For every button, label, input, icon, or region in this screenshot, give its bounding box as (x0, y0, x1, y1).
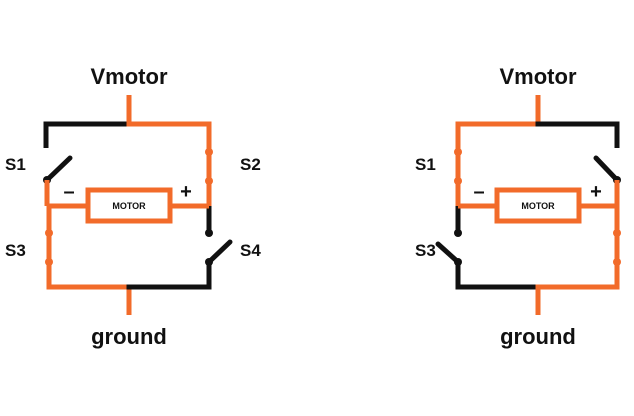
switch-label-s1: S1 (415, 155, 436, 174)
switch-s4 (613, 206, 621, 287)
switch-s2 (593, 124, 621, 206)
switch-s3 (45, 206, 53, 287)
ground-label: ground (91, 324, 167, 349)
switch-s4 (205, 206, 233, 287)
supply-label: Vmotor (500, 64, 577, 89)
switch-s1 (454, 124, 462, 206)
minus-sign: – (63, 181, 74, 203)
plus-sign: + (180, 181, 192, 203)
motor-box (494, 187, 582, 224)
switch-label-s4: S4 (240, 241, 261, 260)
switch-s2 (205, 124, 213, 206)
motor-label: MOTOR (112, 201, 146, 211)
circuit-left: Vmotor ground MOTOR – + S1 S2 S3 S4 (5, 64, 261, 349)
switch-label-s1: S1 (5, 155, 26, 174)
switch-s1 (43, 124, 73, 206)
switch-s3 (435, 206, 462, 287)
switch-label-s3: S3 (415, 241, 436, 260)
circuit-right: Vmotor ground MOTOR – + S1 S3 (415, 64, 621, 349)
switch-label-s2: S2 (240, 155, 261, 174)
plus-sign: + (590, 181, 602, 203)
motor-label: MOTOR (521, 201, 555, 211)
minus-sign: – (473, 181, 484, 203)
switch-label-s3: S3 (5, 241, 26, 260)
motor-box (85, 187, 173, 224)
supply-label: Vmotor (91, 64, 168, 89)
ground-label: ground (500, 324, 576, 349)
